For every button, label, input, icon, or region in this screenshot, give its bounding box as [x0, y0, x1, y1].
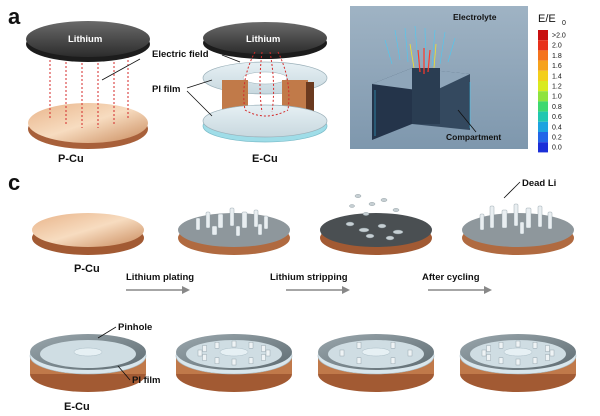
colorbar-tick-label: 1.4 [552, 73, 562, 80]
field-simulation-image [350, 6, 528, 149]
colorbar-swatch [538, 121, 548, 132]
arrow-label-plating: Lithium plating [126, 272, 194, 283]
pi-film-label-a: PI film [152, 84, 181, 95]
pcu-stripped-disc [320, 194, 432, 255]
colorbar-swatch [538, 101, 548, 112]
colorbar-title: E/E [538, 13, 556, 25]
colorbar-swatch [538, 111, 548, 122]
compartment-label: Compartment [446, 132, 501, 142]
arrow-label-stripping: Lithium stripping [270, 272, 348, 283]
ecu-caption: E-Cu [252, 153, 278, 165]
arrow-stripping [286, 286, 350, 294]
ecu-pi-film-bottom [202, 104, 328, 143]
ecu-disc-stage-1 [29, 334, 147, 392]
colorbar-swatch [538, 40, 548, 51]
c-pi-film-pointer [117, 365, 131, 381]
colorbar-tick-label: 1.8 [552, 53, 562, 60]
pinhole-pointer [97, 326, 117, 339]
pcu-lithium-label: Lithium [68, 34, 102, 45]
c-pcu-label: P-Cu [74, 263, 100, 275]
ecu-field-lines [243, 51, 290, 117]
colorbar-swatch [538, 50, 548, 61]
colorbar-swatch [538, 91, 548, 102]
colorbar-tick-label: 0.4 [552, 124, 562, 131]
colorbar: >2.0 2.0 1.8 1.6 1.4 1.2 1.0 0.8 0.6 0.4 0.2 0.0 [538, 30, 566, 153]
colorbar-tick-label: 1.0 [552, 94, 562, 101]
ecu-disc-stage-2 [175, 334, 293, 392]
pcu-bare-disc [32, 213, 144, 255]
electrolyte-label: Electrolyte [453, 12, 497, 22]
ecu-disc-stage-4 [459, 334, 577, 392]
colorbar-swatch [538, 70, 548, 81]
panel-a-letter: a [8, 4, 21, 29]
pi-film-pointer-a2 [186, 90, 213, 117]
pi-film-pointer-a1 [186, 79, 213, 89]
colorbar-tick-label: 0.6 [552, 114, 562, 121]
pcu-caption: P-Cu [58, 153, 84, 165]
colorbar-swatch [538, 60, 548, 71]
ecu-disc-stage-3 [317, 334, 435, 392]
c-pi-film-label: PI film [132, 375, 161, 386]
dead-li-label: Dead Li [522, 178, 556, 189]
colorbar-tick-label: 1.6 [552, 63, 562, 70]
dead-li-pointer [503, 181, 521, 199]
panel-c-letter: c [8, 170, 20, 195]
pcu-plated-disc [178, 207, 290, 255]
colorbar-tick-label: >2.0 [552, 33, 566, 40]
arrow-cycling [428, 286, 492, 294]
electric-field-label: Electric field [152, 49, 209, 60]
arrow-label-cycling: After cycling [422, 272, 480, 283]
colorbar-title-sub: 0 [562, 20, 566, 27]
pinhole-label: Pinhole [118, 322, 152, 333]
colorbar-tick-label: 1.2 [552, 84, 562, 91]
colorbar-swatch [538, 81, 548, 92]
colorbar-swatch [538, 142, 548, 153]
ecu-lithium-disc [203, 22, 327, 59]
colorbar-tick-label: 0.8 [552, 104, 562, 111]
colorbar-tick-label: 0.0 [552, 145, 562, 152]
ecu-row [29, 334, 577, 392]
arrow-plating [126, 286, 190, 294]
colorbar-tick-label: 2.0 [552, 43, 562, 50]
pcu-field-arrows [49, 52, 129, 128]
colorbar-swatch [538, 132, 548, 143]
colorbar-tick-label: 0.2 [552, 135, 562, 142]
electric-field-pointer-left [101, 58, 141, 81]
pcu-cycled-disc [462, 203, 574, 255]
colorbar-swatch [538, 30, 548, 41]
c-ecu-label: E-Cu [64, 401, 90, 413]
ecu-lithium-label: Lithium [246, 34, 280, 45]
pcu-lithium-disc [26, 21, 150, 62]
compartment-pointer [457, 109, 477, 133]
pcu-copper-disc [28, 103, 148, 149]
electric-field-pointer [221, 54, 241, 63]
